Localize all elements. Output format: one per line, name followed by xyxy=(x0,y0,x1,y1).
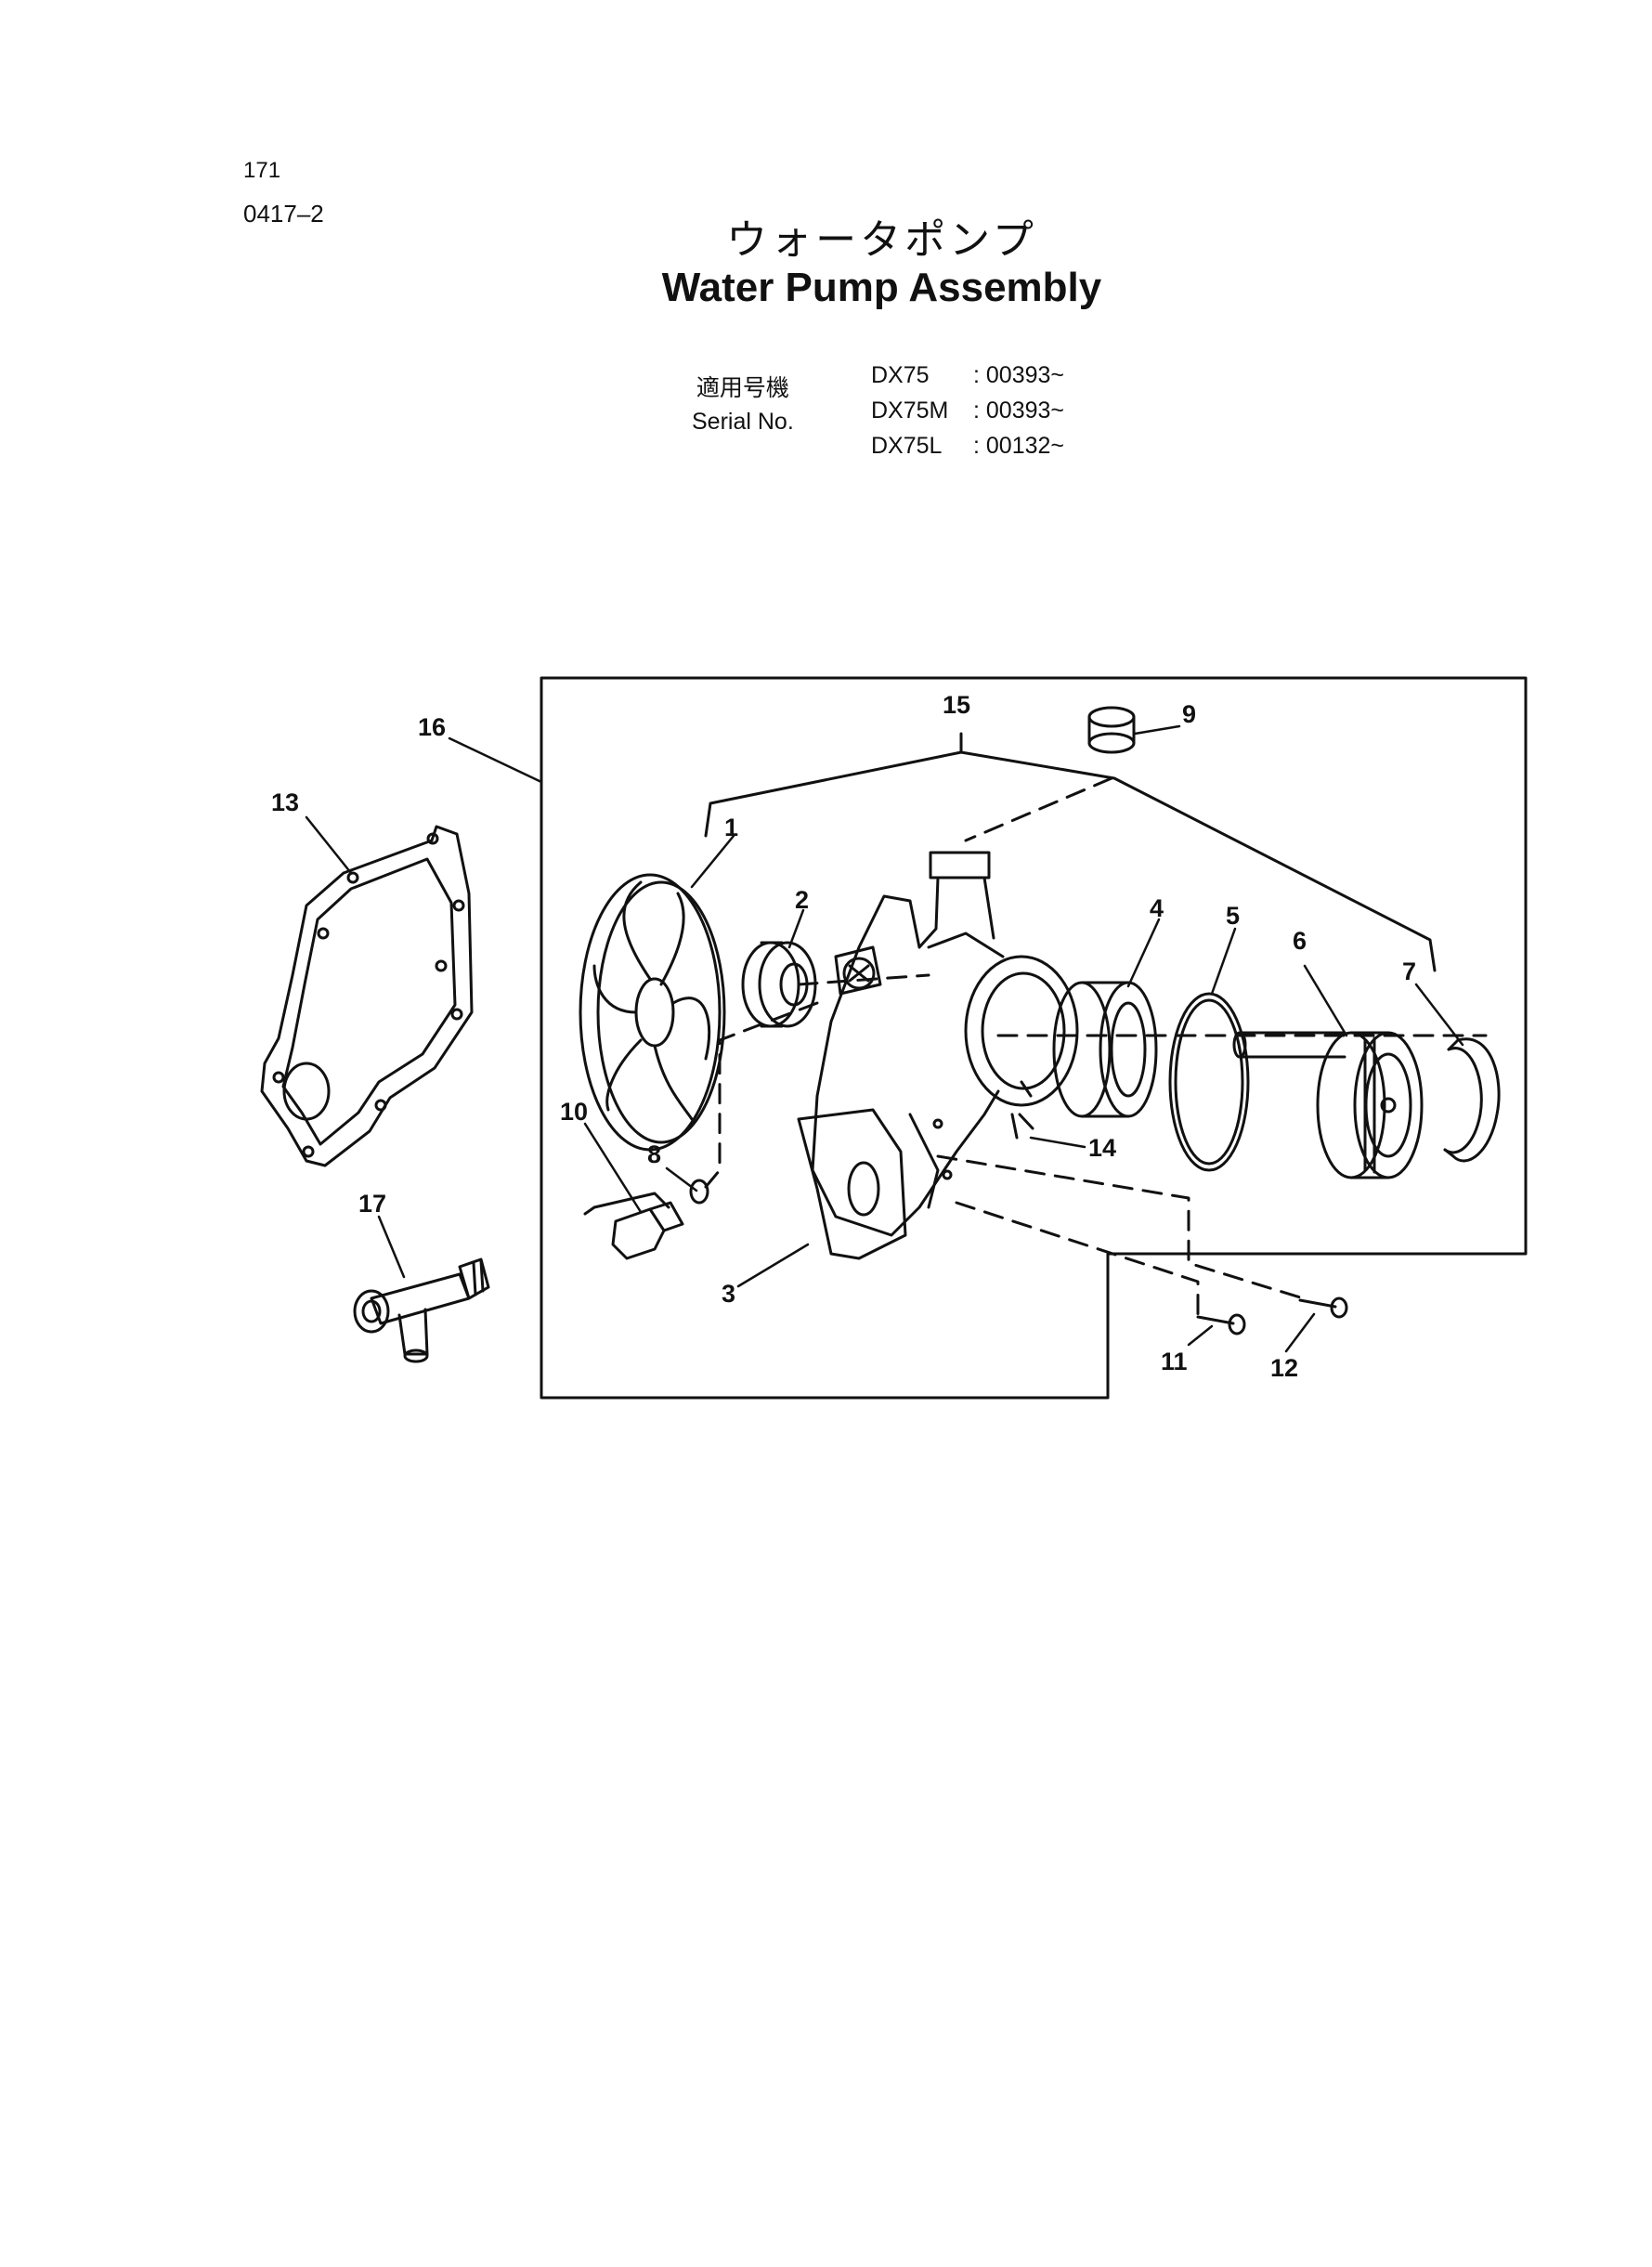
reference-code: 0417–2 xyxy=(243,200,324,228)
leader-lines xyxy=(305,724,1464,1353)
serial-range: : 00393~ xyxy=(973,397,1065,423)
plug-part xyxy=(1087,706,1136,754)
bracket-15 xyxy=(704,750,1437,972)
callout-4: 4 xyxy=(1150,894,1164,922)
serial-model: DX75 xyxy=(871,362,930,388)
serial-label-english: Serial No. xyxy=(692,409,794,435)
serial-range: : 00393~ xyxy=(973,362,1065,388)
serial-model: DX75L xyxy=(871,433,943,459)
callout-8: 8 xyxy=(647,1140,661,1168)
bearing-ring-part xyxy=(1052,981,1158,1118)
serial-row: DX75 : 00393~ xyxy=(871,358,1064,393)
callout-14: 14 xyxy=(1088,1134,1116,1162)
serial-label: 適用号機 Serial No. xyxy=(692,371,794,438)
impeller-part xyxy=(579,873,726,1152)
callout-13: 13 xyxy=(271,788,299,816)
title-english: Water Pump Assembly xyxy=(661,265,1102,310)
serial-row: DX75L : 00132~ xyxy=(871,428,1064,463)
small-fitting-part xyxy=(1018,1080,1034,1130)
bracket-10 xyxy=(583,1192,670,1216)
callout-7: 7 xyxy=(1402,958,1416,985)
serial-list: DX75 : 00393~ DX75M : 00393~ DX75L : 00132~ xyxy=(871,358,1064,463)
callout-3: 3 xyxy=(722,1280,735,1308)
serial-model: DX75M xyxy=(871,397,949,423)
assembly-boundary-outline xyxy=(540,676,1528,1400)
callout-15: 15 xyxy=(943,691,970,719)
title-japanese: ウォータポンプ xyxy=(726,216,1037,264)
serial-row: DX75M : 00393~ xyxy=(871,393,1064,428)
serial-range: : 00132~ xyxy=(973,433,1065,459)
page-number: 171 xyxy=(243,158,281,183)
washer-part xyxy=(689,1179,709,1205)
callout-12: 12 xyxy=(1270,1354,1298,1382)
callout-17: 17 xyxy=(358,1190,386,1218)
gasket-part xyxy=(260,825,474,1167)
callout-1: 1 xyxy=(724,814,738,841)
serial-label-japanese: 適用号機 xyxy=(696,374,789,401)
callout-5: 5 xyxy=(1226,902,1240,930)
shaft-bearing-part xyxy=(1232,1031,1424,1179)
snap-ring-part xyxy=(1168,992,1250,1172)
drain-plug-part xyxy=(611,1201,684,1260)
pump-housing-part xyxy=(797,851,1079,1260)
callout-10: 10 xyxy=(560,1098,588,1126)
callout-2: 2 xyxy=(795,886,809,914)
tee-fitting-part xyxy=(353,1257,490,1363)
bolt-part xyxy=(1298,1296,1348,1319)
bolt-part xyxy=(1196,1313,1246,1335)
callout-6: 6 xyxy=(1293,927,1307,955)
callout-16: 16 xyxy=(418,713,446,741)
callout-11: 11 xyxy=(1161,1348,1188,1375)
circlip-part xyxy=(1443,1037,1501,1163)
callout-9: 9 xyxy=(1182,700,1196,728)
alignment-lines xyxy=(704,776,1488,1321)
